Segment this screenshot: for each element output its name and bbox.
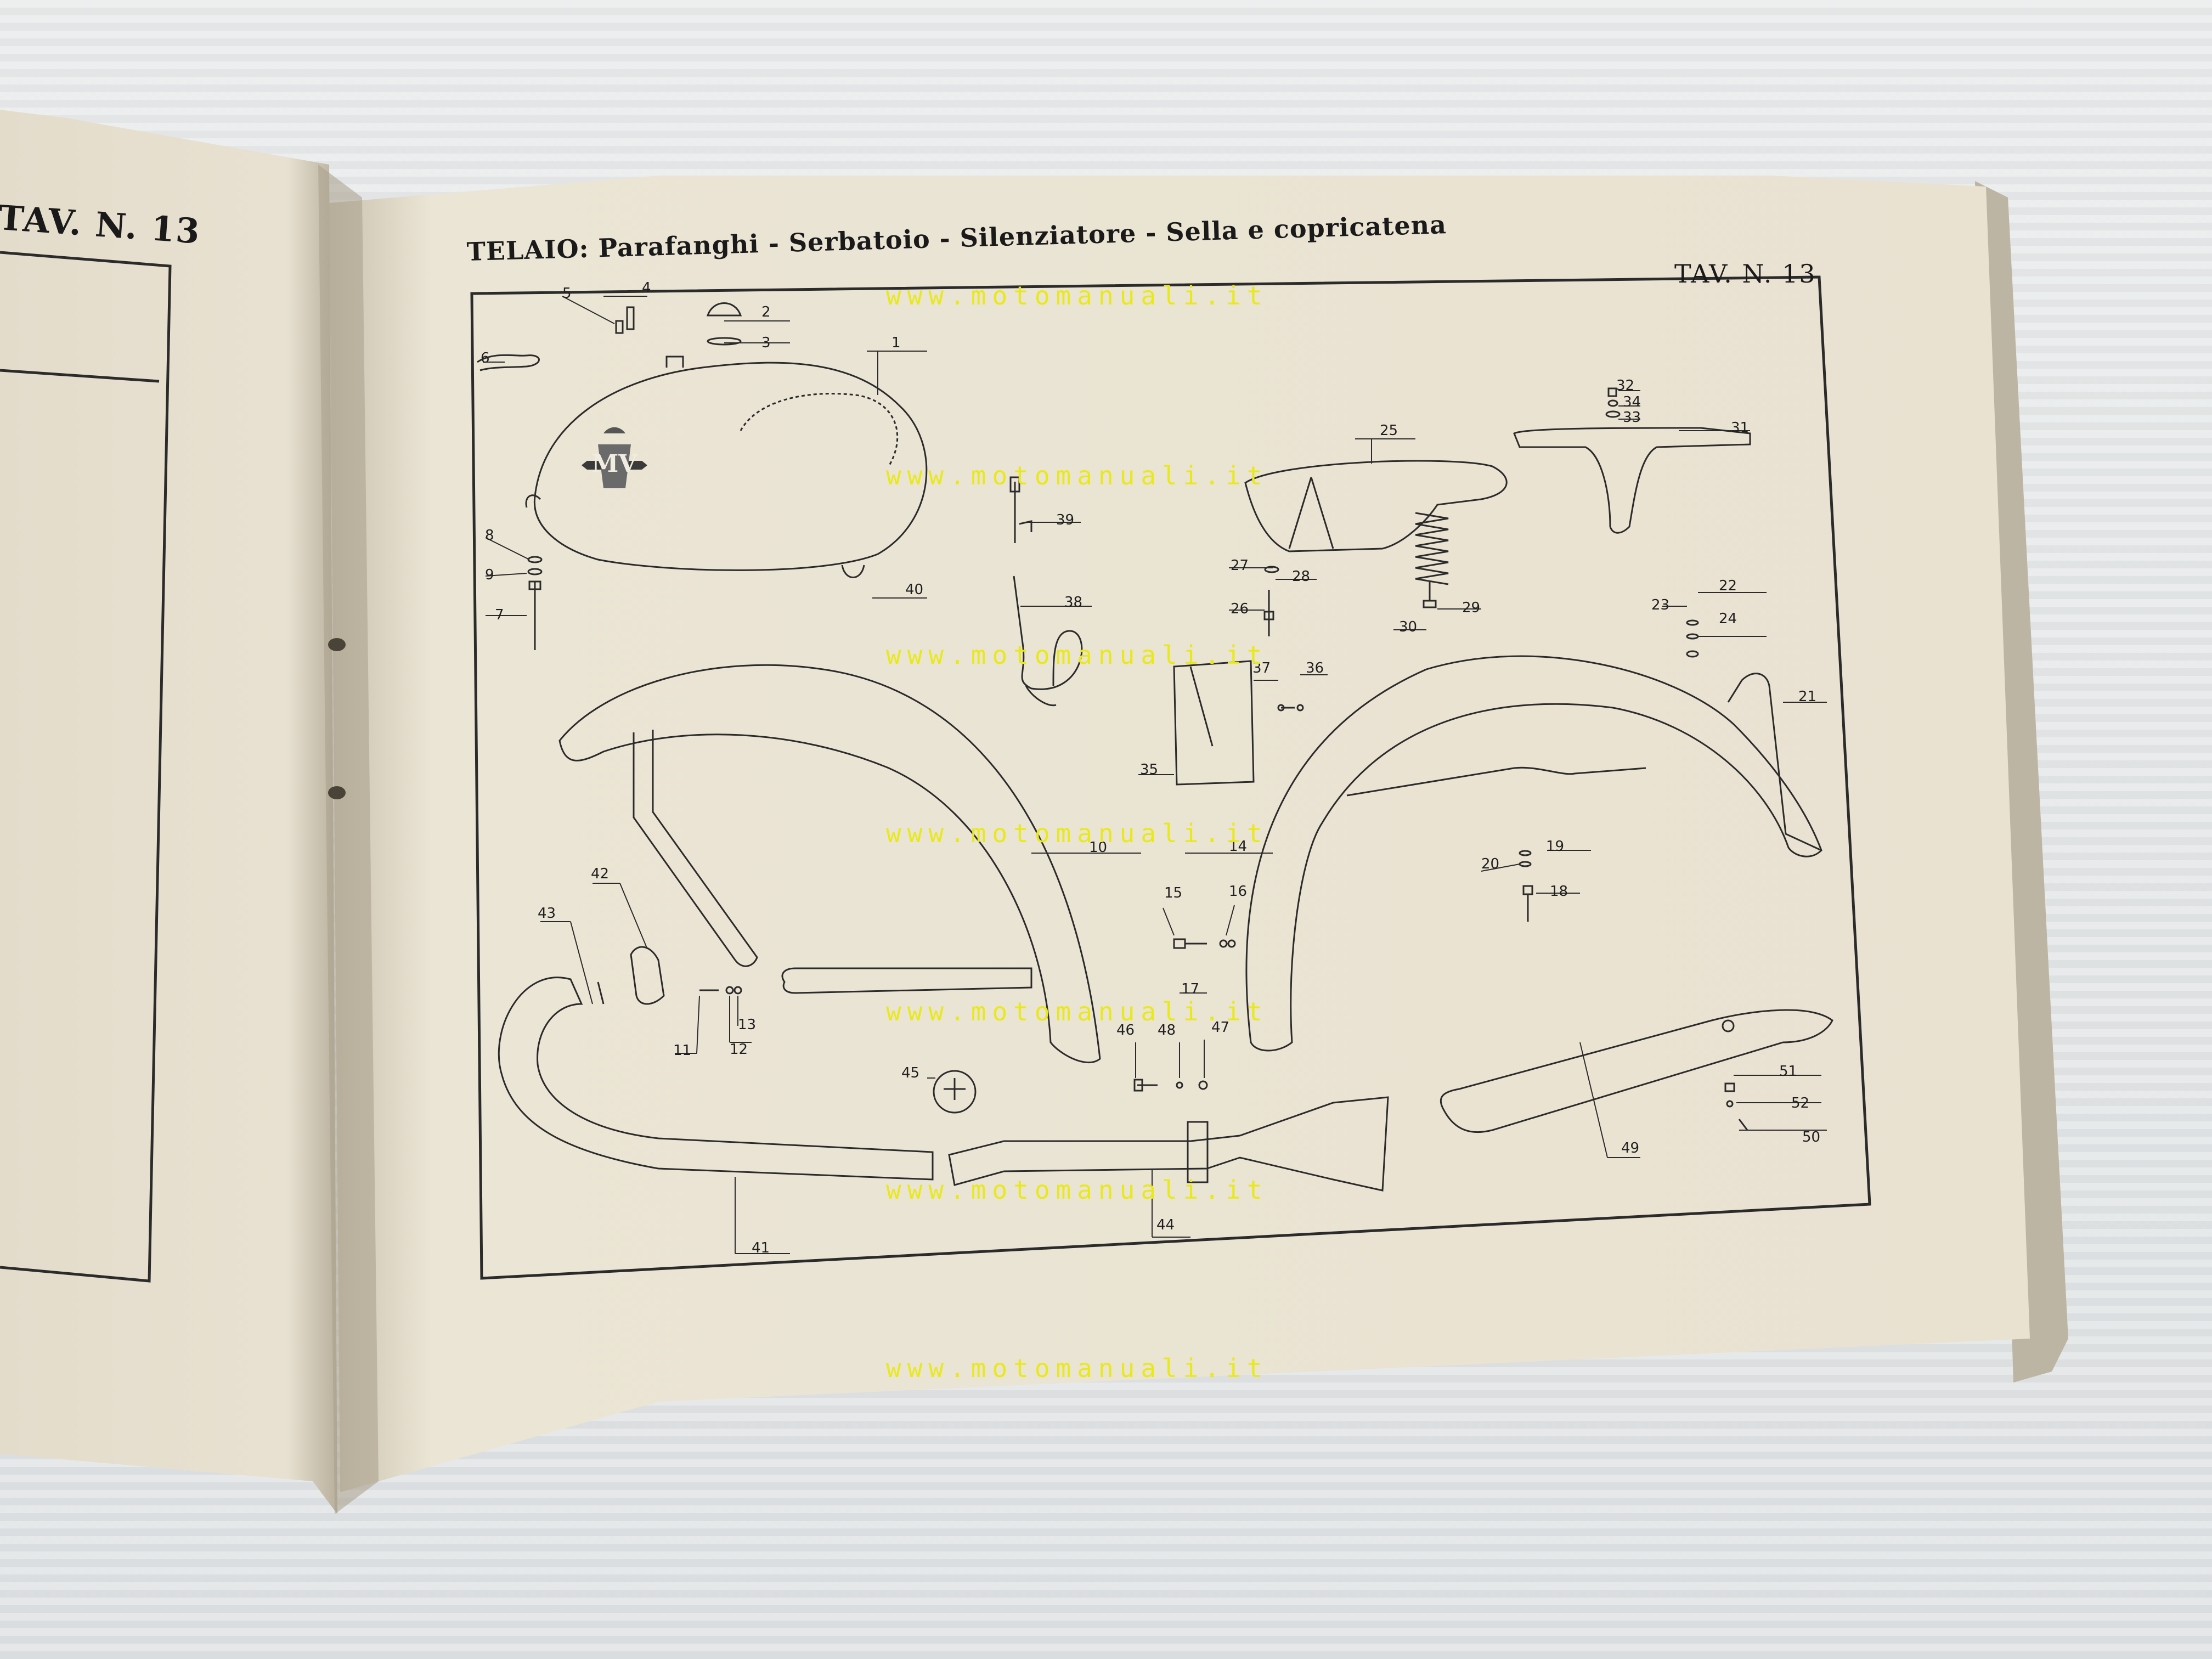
number-plate xyxy=(1173,660,1255,786)
part-label: 45 xyxy=(901,1065,920,1081)
part-label: 13 xyxy=(738,1017,757,1033)
part-label: 8 xyxy=(485,527,494,544)
part-label: 44 xyxy=(1156,1217,1175,1233)
part-label: 2 xyxy=(761,304,771,320)
part-label: 50 xyxy=(1802,1129,1821,1146)
watermark-text: www.motomanuali.it xyxy=(886,461,1268,490)
exhaust-pipe xyxy=(498,977,934,1181)
watermark-text: www.motomanuali.it xyxy=(886,1175,1268,1205)
part-label: 15 xyxy=(1164,885,1183,901)
part-label: 39 xyxy=(1056,512,1075,528)
part-label: 18 xyxy=(1550,883,1568,900)
part-label: 48 xyxy=(1158,1022,1176,1039)
part-label: 17 xyxy=(1181,981,1200,997)
part-label: 33 xyxy=(1623,409,1641,426)
part-label: 41 xyxy=(752,1240,770,1256)
rear-mudguard xyxy=(1245,655,1822,1052)
part-label: 51 xyxy=(1779,1063,1798,1080)
diagram-frame xyxy=(470,275,1871,1280)
watermark-text: www.motomanuali.it xyxy=(886,640,1268,670)
part-label: 28 xyxy=(1292,568,1311,585)
page-edges xyxy=(1975,181,2068,1383)
part-label: 9 xyxy=(485,567,494,583)
chain-guard xyxy=(1440,1009,1833,1133)
part-label: 37 xyxy=(1252,660,1271,676)
part-label: 35 xyxy=(1140,761,1159,778)
part-label: 30 xyxy=(1399,619,1418,635)
part-label: 26 xyxy=(1231,601,1249,617)
part-label: 47 xyxy=(1211,1019,1230,1036)
part-label: 12 xyxy=(730,1041,748,1058)
part-label: 7 xyxy=(495,607,504,623)
svg-text:MV: MV xyxy=(592,450,638,478)
part-label: 46 xyxy=(1116,1022,1135,1039)
left-page xyxy=(0,110,337,1514)
mv-logo: MV xyxy=(582,427,647,488)
front-mudguard xyxy=(558,664,1101,1063)
part-label: 1 xyxy=(891,335,901,351)
part-label: 3 xyxy=(761,335,771,351)
fuel-tank xyxy=(533,362,928,571)
part-label: 16 xyxy=(1229,883,1248,900)
part-label: 20 xyxy=(1481,856,1500,872)
part-label: 49 xyxy=(1621,1140,1640,1156)
part-label: 43 xyxy=(538,905,556,922)
silencer xyxy=(948,1096,1389,1192)
watermark-text: www.motomanuali.it xyxy=(886,997,1268,1026)
part-label: 11 xyxy=(673,1042,692,1059)
part-label: 24 xyxy=(1719,611,1737,627)
part-label: 19 xyxy=(1546,838,1565,855)
part-label: 4 xyxy=(642,280,651,296)
part-label: 42 xyxy=(591,866,610,882)
right-page xyxy=(329,176,2030,1492)
part-label: 34 xyxy=(1623,394,1641,410)
watermark-text: www.motomanuali.it xyxy=(886,281,1268,311)
part-label: 27 xyxy=(1231,557,1249,574)
part-label: 40 xyxy=(905,582,924,598)
part-label: 21 xyxy=(1798,689,1817,705)
part-label: 22 xyxy=(1719,578,1737,594)
watermark-text: www.motomanuali.it xyxy=(886,819,1268,848)
part-label: 25 xyxy=(1380,422,1398,439)
saddle xyxy=(1244,460,1508,552)
part-label: 31 xyxy=(1731,420,1750,436)
part-label: 5 xyxy=(562,285,572,302)
part-label: 52 xyxy=(1791,1095,1810,1111)
part-label: 23 xyxy=(1651,597,1670,613)
part-label: 29 xyxy=(1462,600,1481,616)
part-label: 36 xyxy=(1306,660,1324,676)
part-label: 6 xyxy=(481,350,490,366)
plate-label: TAV. N. 13 xyxy=(1674,259,1816,289)
part-label: 32 xyxy=(1616,377,1635,394)
part-label: 38 xyxy=(1064,594,1083,611)
part-label: 14 xyxy=(1229,838,1248,855)
watermark-text: www.motomanuali.it xyxy=(886,1353,1268,1383)
part-label: 10 xyxy=(1089,839,1108,856)
